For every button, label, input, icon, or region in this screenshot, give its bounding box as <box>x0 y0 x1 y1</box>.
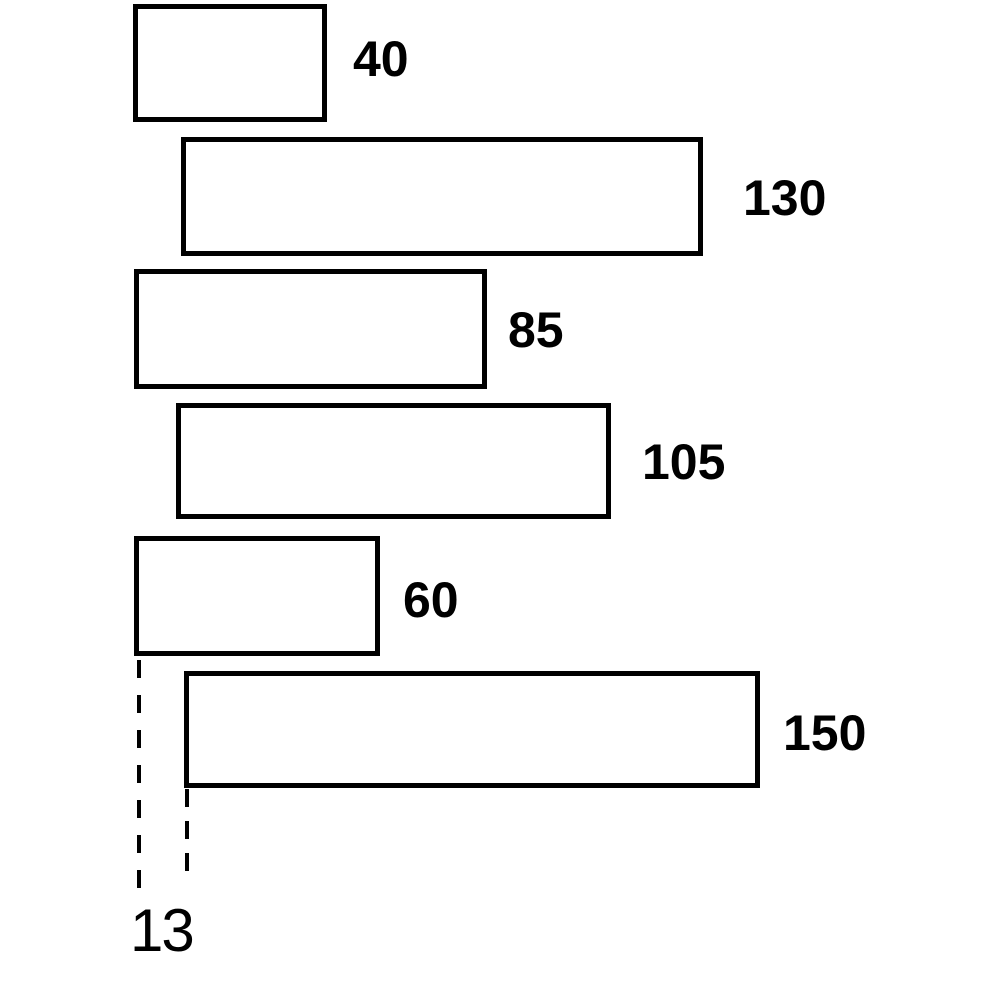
bar-2 <box>181 137 703 256</box>
bar-1 <box>133 4 327 122</box>
bar-3-value-label: 85 <box>508 302 564 358</box>
bar-4 <box>176 403 611 519</box>
bar-5 <box>134 536 380 656</box>
bar-3 <box>134 269 487 389</box>
bar-6 <box>184 671 760 788</box>
offset-annotation-label: 13 <box>130 897 195 964</box>
bar-4-value-label: 105 <box>642 434 726 490</box>
bar-2-value-label: 130 <box>743 170 827 226</box>
bar-1-value-label: 40 <box>353 31 409 87</box>
bar-5-value-label: 60 <box>403 572 459 628</box>
bar-6-value-label: 150 <box>783 705 867 761</box>
